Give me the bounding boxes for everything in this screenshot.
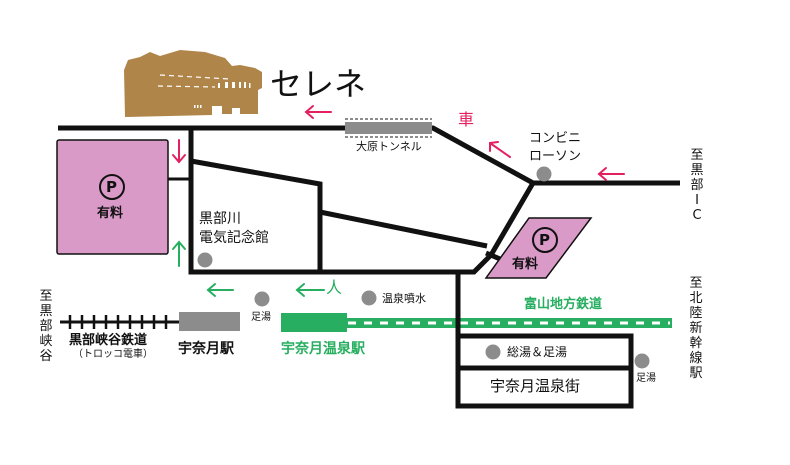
car-arrow-down <box>172 139 186 164</box>
dest-char: 谷 <box>39 349 53 364</box>
main-road-top <box>58 125 680 186</box>
dest-char: 線 <box>689 351 703 366</box>
parking-lot-right <box>484 217 593 279</box>
museum-marker <box>197 252 213 268</box>
destination-kurobe-ic: 至 黒 部 I C <box>689 148 705 223</box>
walk-legend-label: 人 <box>326 278 343 297</box>
car-arrow-left-right <box>597 167 625 181</box>
dest-char: 至 <box>39 289 53 304</box>
footbath-label-right: 足湯 <box>636 373 656 384</box>
museum-label-1: 黒部川 <box>199 211 241 227</box>
parking-lot-left <box>56 139 169 255</box>
soyu-marker <box>485 344 501 360</box>
parking-symbol-left <box>99 174 125 200</box>
dest-char: 部 <box>39 319 53 334</box>
parking-label-left: 有料 <box>97 206 124 221</box>
convenience-store-label-2: ローソン <box>529 149 582 164</box>
footbath-marker-right <box>634 353 650 369</box>
fountain-marker <box>361 290 377 306</box>
convenience-store-marker <box>536 166 552 182</box>
dest-char: 黒 <box>39 304 53 319</box>
dest-char: I <box>695 193 699 208</box>
unazuki-station-label: 宇奈月駅 <box>178 341 234 357</box>
road-diagonal-lower <box>319 209 488 249</box>
parking-label-right: 有料 <box>512 257 539 272</box>
parking-symbol-right <box>532 227 558 253</box>
parking-connector-right <box>485 250 501 262</box>
dest-char: 駅 <box>689 366 703 381</box>
dest-char: 黒 <box>690 163 704 178</box>
road-diagonal-upper <box>190 158 323 272</box>
parking-symbol-text-right: P <box>539 231 550 249</box>
dest-char: 北 <box>689 291 703 306</box>
unazuki-onsen-station-label: 宇奈月温泉駅 <box>281 341 365 357</box>
dest-char: 至 <box>689 276 703 291</box>
car-arrow-diagonal <box>489 141 511 158</box>
unazuki-station-icon <box>179 312 240 331</box>
dest-char: 幹 <box>689 336 703 351</box>
car-arrow-left-top <box>304 105 332 119</box>
onsen-town-label: 宇奈月温泉街 <box>490 377 581 395</box>
kurobe-railway-sublabel: （トロッコ電車） <box>73 349 153 360</box>
dest-char: 新 <box>689 321 703 336</box>
road-museum-loop <box>188 128 536 275</box>
kurobe-railway-label: 黒部峡谷鉄道 <box>69 333 148 348</box>
walk-arrow-left-2 <box>295 283 325 297</box>
car-legend-label: 車 <box>458 110 475 129</box>
convenience-store-label-1: コンビニ <box>529 131 582 146</box>
tunnel-icon <box>345 118 432 138</box>
dest-char: C <box>692 208 702 223</box>
tunnel-label: 大原トンネル <box>356 140 422 153</box>
dest-char: 陸 <box>689 306 703 321</box>
walk-arrow-up <box>172 240 186 267</box>
parking-symbol-text-left: P <box>106 178 117 196</box>
selene-building-icon <box>124 50 262 117</box>
destination-hokuriku-shinkansen: 至 北 陸 新 幹 線 駅 <box>688 276 704 381</box>
toyama-railway-label: 富山地方鉄道 <box>524 297 603 312</box>
footbath-label-left: 足湯 <box>251 312 271 323</box>
road-down-to-town <box>455 272 634 409</box>
dest-char: 部 <box>690 178 704 193</box>
walk-arrow-left-1 <box>206 283 234 297</box>
dest-char: 峡 <box>39 334 53 349</box>
fountain-label: 温泉噴水 <box>382 292 426 305</box>
dest-char: 至 <box>690 148 704 163</box>
toyama-railway-line <box>346 318 672 328</box>
destination-kurobe-gorge: 至 黒 部 峡 谷 <box>38 289 54 364</box>
soyu-label: 総湯＆足湯 <box>507 345 568 359</box>
footbath-marker-left <box>254 291 270 307</box>
map-title: セレネ <box>270 65 367 103</box>
kurobe-railway-line <box>60 315 180 329</box>
unazuki-onsen-station-icon <box>281 313 347 332</box>
roads <box>58 125 680 409</box>
museum-label-2: 電気記念館 <box>199 230 269 246</box>
